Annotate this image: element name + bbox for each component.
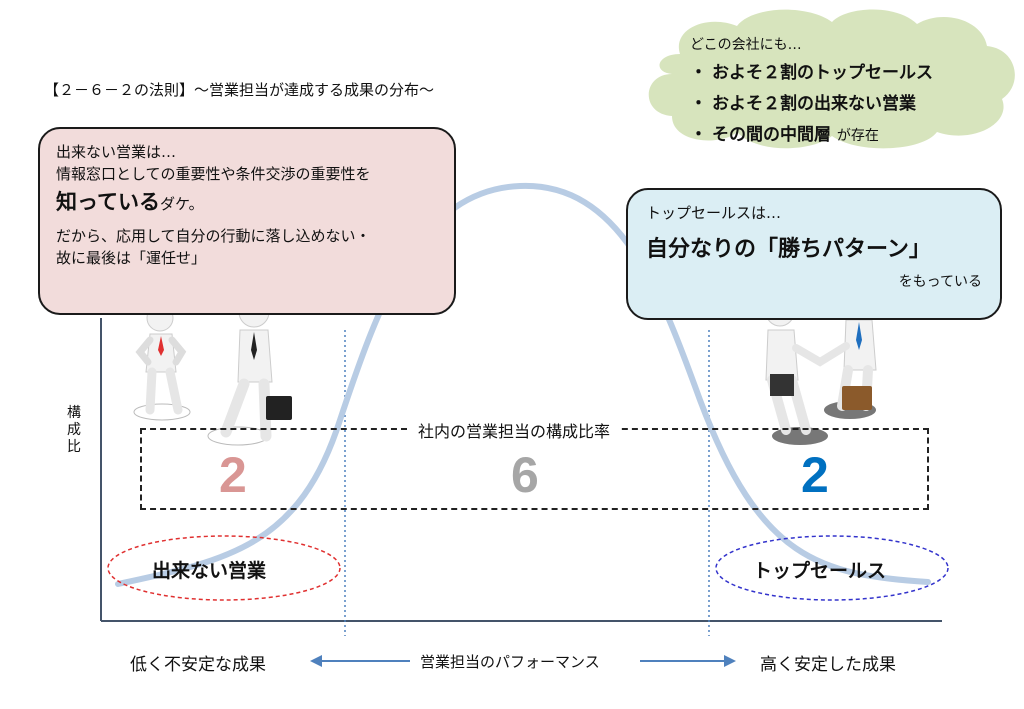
list-item: ・およそ２割のトップセールス (690, 63, 933, 83)
low-performer-callout: 出来ない営業は… 情報窓口としての重要性や条件交渉の重要性を 知っているダケ。 … (38, 127, 456, 315)
callout-line: をもっている (898, 274, 982, 290)
arrow-left-head (310, 655, 322, 667)
callout-line: 故に最後は「運任せ」 (56, 249, 207, 267)
left-ellipse (107, 535, 341, 601)
y-axis-label: 構 成 比 (67, 405, 81, 455)
x-axis-title: 営業担当のパフォーマンス (420, 653, 600, 671)
cloud-shape (648, 9, 1015, 149)
ratio-top: 2 (801, 447, 829, 503)
cloud-list: ・およそ２割のトップセールス ・およそ２割の出来ない営業 ・その間の中間層 が存… (690, 58, 1020, 145)
top-performer-label: トップセールス (753, 560, 887, 582)
ratio-title: 社内の営業担当の構成比率 (408, 418, 621, 442)
ratio-middle: 6 (511, 447, 539, 503)
figure-confused-person (133, 304, 191, 421)
arrow-right-head (724, 655, 736, 667)
distribution-curve (115, 182, 931, 587)
callout-line: 出来ない営業は… (56, 143, 177, 161)
top-performer-callout: トップセールスは… 自分なりの「勝ちパターン」 をもっている (626, 188, 1002, 320)
callout-line: トップセールスは… (646, 204, 782, 222)
callout-line: だから、応用して自分の行動に落し込めない・ (56, 227, 371, 245)
callout-line: 情報窓口としての重要性や条件交渉の重要性を (56, 165, 371, 183)
figure-walking-person (207, 296, 292, 446)
page-title: 【２－６－２の法則】～営業担当が達成する成果の分布～ (44, 81, 435, 99)
cloud-text: どこの会社にも… ・およそ２割のトップセールス ・およそ２割の出来ない営業 ・そ… (690, 34, 1020, 151)
list-item: ・その間の中間層 が存在 (690, 125, 879, 145)
list-item: ・およそ２割の出来ない営業 (690, 94, 916, 114)
x-axis-low-label: 低く不安定な成果 (130, 655, 266, 675)
callout-emphasis: 知っているダケ。 (56, 190, 204, 214)
callout-emphasis: 自分なりの「勝ちパターン」 (646, 237, 931, 262)
low-performer-label: 出来ない営業 (152, 560, 267, 582)
ratio-low: 2 (219, 447, 247, 503)
cloud-intro: どこの会社にも… (690, 37, 802, 53)
right-ellipse (715, 535, 949, 601)
x-axis-high-label: 高く安定した成果 (760, 655, 896, 675)
